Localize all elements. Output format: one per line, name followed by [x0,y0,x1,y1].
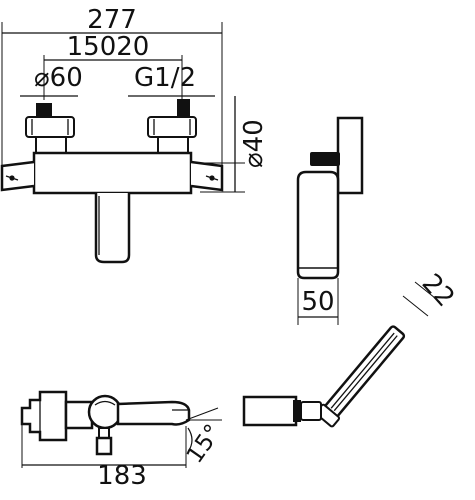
mixer-body [32,151,193,264]
left-eccentric [0,160,35,192]
dim-center-distance-label: 15020 [67,32,150,62]
dim-center-tolerance-value: 20 [116,32,149,62]
dimension-center-distance: 15020 [43,32,183,100]
dim-thread-label: G1/2 [134,63,196,93]
dim-shower-handle-label: 22 [416,268,460,313]
spout-view: 183 15° [20,390,227,491]
front-view: 277 15020 ⌀60 G1/2 ⌀40 [0,5,269,264]
dimension-overall-width: 277 [1,5,223,186]
dim-connection-diameter-label: ⌀60 [34,63,83,93]
left-valve-head [25,103,75,154]
side-view: 50 [296,116,364,325]
plan-view [242,395,322,427]
dim-body-diameter-label: ⌀40 [239,119,269,168]
dim-spout-length-label: 183 [97,461,147,491]
right-valve-head [147,99,197,154]
dim-overall-width-label: 277 [87,5,137,35]
hand-shower: 22 [315,268,460,428]
dimension-body-diameter: ⌀40 [200,96,269,193]
dim-side-depth-label: 50 [301,287,334,317]
right-eccentric [190,160,224,192]
dim-center-distance-value: 150 [67,32,117,62]
dim-spout-angle-label: 15° [182,420,227,468]
